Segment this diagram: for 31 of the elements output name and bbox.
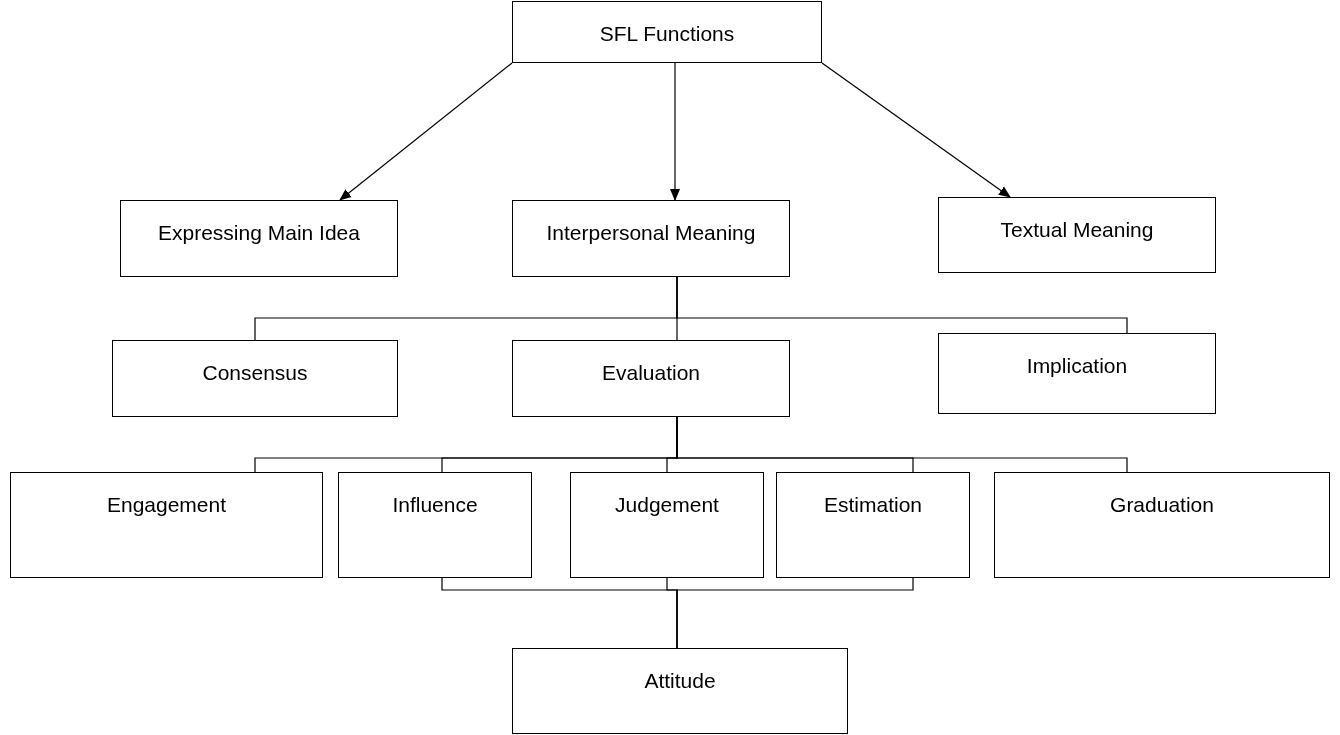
box-label: Graduation <box>1110 492 1214 518</box>
box-label: Expressing Main Idea <box>158 220 360 246</box>
box-label: SFL Functions <box>599 21 735 47</box>
box-label: Influence <box>392 492 478 518</box>
process-box <box>570 472 764 578</box>
process-box <box>994 472 1330 578</box>
box-label: Implication <box>1026 353 1128 379</box>
box-label: Engagement <box>106 492 227 518</box>
box-label: Evaluation <box>601 360 701 386</box>
process-box <box>112 340 398 417</box>
box-label: Estimation <box>823 492 922 518</box>
connector-line <box>676 276 1128 334</box>
process-box <box>512 200 790 277</box>
process-box <box>10 472 323 578</box>
arrow <box>821 62 1011 198</box>
process-box <box>938 333 1216 414</box>
process-box <box>512 648 848 734</box>
arrow <box>339 62 513 201</box>
process-box <box>120 200 398 277</box>
box-label: Interpersonal Meaning <box>546 220 756 246</box>
box-label: Attitude <box>644 668 716 694</box>
process-box <box>512 340 790 417</box>
process-box <box>776 472 970 578</box>
process-box <box>938 197 1216 273</box>
box-label: Consensus <box>202 360 308 386</box>
process-box <box>512 1 822 63</box>
box-label: Judgement <box>615 492 719 518</box>
connector-line <box>676 577 914 649</box>
box-label: Textual Meaning <box>1000 217 1154 243</box>
arrow <box>670 62 680 201</box>
process-box <box>338 472 532 578</box>
